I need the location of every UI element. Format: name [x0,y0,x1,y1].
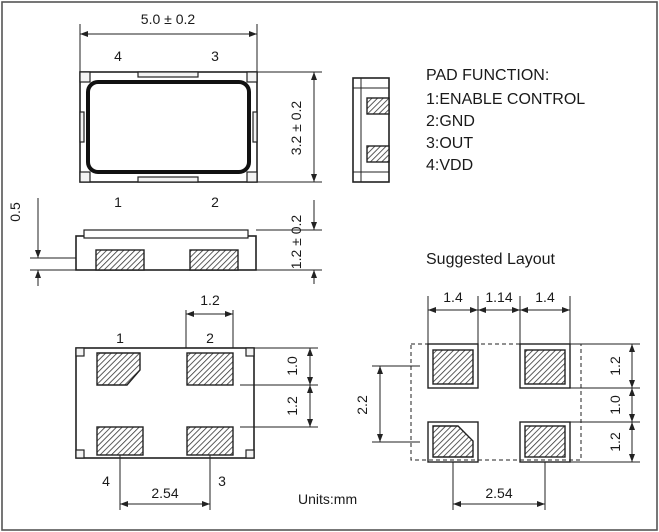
bottom-pad-4 [96,426,144,456]
layout-pad-height-top: 1.2 [607,356,623,376]
package-lid [86,80,251,174]
layout-pad-1-frame [427,343,479,389]
bottom-pad-3 [186,426,234,456]
dim-pad-offset-label: 0.5 [7,202,23,222]
side-view-right [352,77,390,183]
layout-pad-2 [524,349,566,385]
top-pin-3-label: 3 [211,48,219,64]
top-pin-4-label: 4 [114,48,122,64]
pad-function-item-1: 1:ENABLE CONTROL [426,91,585,108]
dim-pad-height-label: 1.2 [284,396,300,416]
dim-length-label: 5.0 ± 0.2 [141,11,196,27]
side-pad-top [366,97,390,115]
layout-pad-width-left: 1.4 [443,289,463,305]
bottom-pin-3-label: 3 [218,473,226,489]
side-view-front: 0.5 1.2 ± 0.2 [7,198,322,286]
layout-pad-height-bottom: 1.2 [607,432,623,452]
layout-pitch: 2.54 [485,485,512,501]
pad-function-item-4: 4:VDD [426,157,473,174]
layout-pad-3 [524,425,566,458]
pad-function-item-3: 3:OUT [426,135,473,152]
suggested-layout: Suggested Layout 1.4 1.14 1.4 2.2 [354,251,640,510]
bottom-pin-1-label: 1 [116,330,124,346]
layout-total-height: 2.2 [354,395,370,415]
layout-gap-vertical: 1.0 [607,395,623,415]
bottom-pad-2 [186,352,234,386]
front-pad-left [95,249,145,271]
dim-pad-width-label: 1.2 [200,292,220,308]
top-pin-1-label: 1 [114,194,122,210]
side-pad-bottom [366,145,390,163]
layout-outline [410,343,582,461]
bottom-view: 1.2 1 2 1.0 1.2 4 3 2.54 [75,292,318,510]
layout-gap: 1.14 [485,289,512,305]
pad-function-item-2: 2:GND [426,113,475,130]
top-view: 5.0 ± 0.2 4 3 1 2 3.2 ± 0.2 [79,11,322,210]
front-pad-right [189,249,239,271]
dim-pitch-label: 2.54 [151,485,178,501]
layout-pad-2-frame [519,343,571,389]
pad-function-title: PAD FUNCTION: [426,67,549,84]
layout-pad-width-right: 1.4 [535,289,555,305]
top-pin-2-label: 2 [211,194,219,210]
layout-pad-4 [432,425,474,458]
units-label: Units:mm [298,491,357,507]
dim-pad-spacing-label: 1.0 [284,356,300,376]
side-body [352,77,390,183]
bottom-pad-1 [96,352,141,386]
suggested-layout-title: Suggested Layout [426,251,556,268]
dim-height-label: 1.2 ± 0.2 [288,215,304,270]
bottom-pin-2-label: 2 [206,330,214,346]
bottom-pin-4-label: 4 [102,473,110,489]
dim-width-label: 3.2 ± 0.2 [288,101,304,156]
layout-pad-1 [432,349,474,385]
pad-function-list: PAD FUNCTION: 1:ENABLE CONTROL 2:GND 3:O… [426,67,585,174]
